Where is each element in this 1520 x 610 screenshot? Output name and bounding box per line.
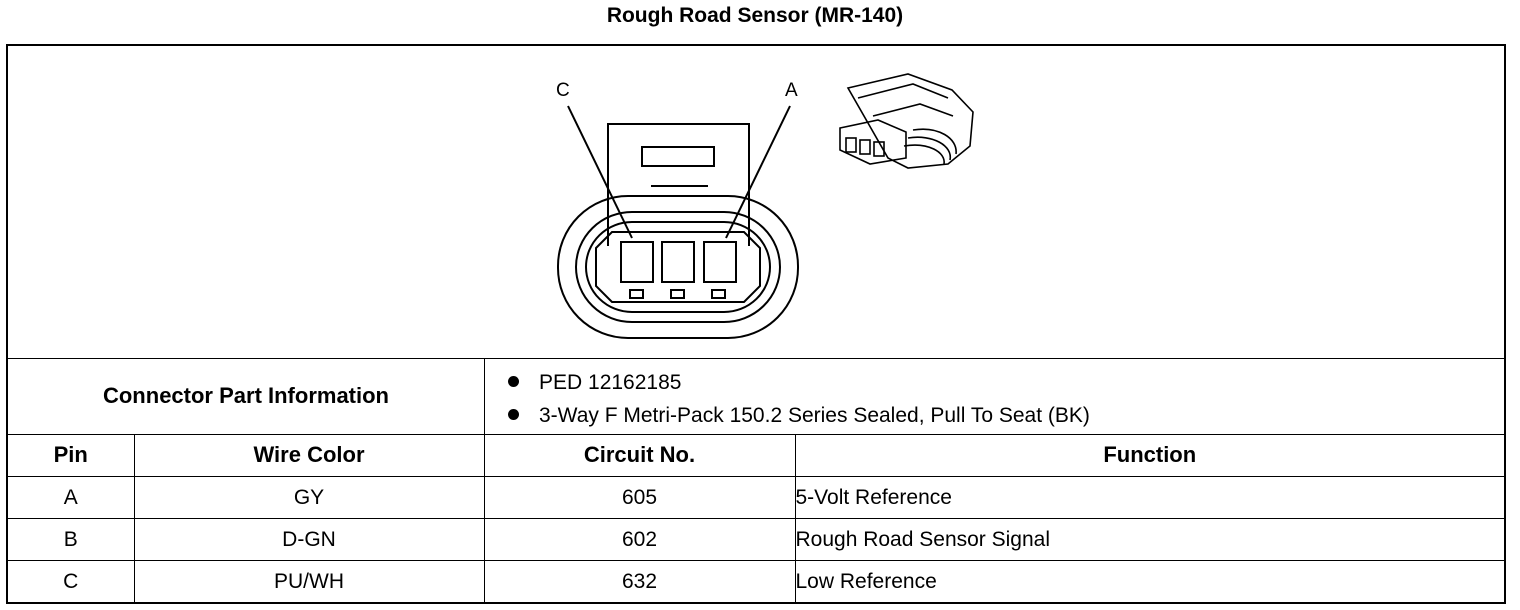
connector-perspective-icon xyxy=(839,73,974,169)
connector-part-info-label: Connector Part Information xyxy=(8,358,485,434)
column-header-wire-color: Wire Color xyxy=(134,434,485,477)
column-header-function: Function xyxy=(795,434,1504,477)
function-cell: Rough Road Sensor Signal xyxy=(795,518,1504,561)
function-cell: Low Reference xyxy=(795,569,937,593)
bullet-icon xyxy=(508,376,519,387)
list-item: PED 12162185 xyxy=(508,366,1090,399)
list-item: 3-Way F Metri-Pack 150.2 Series Sealed, … xyxy=(508,399,1090,432)
circuit-cell: 632 xyxy=(484,560,796,602)
connector-part-info-row: Connector Part Information PED 12162185 … xyxy=(8,358,1504,435)
pin-label-a: A xyxy=(785,80,798,101)
pin-label-c: C xyxy=(556,80,570,101)
wire-color-cell: D-GN xyxy=(134,518,485,561)
pin-cell: A xyxy=(8,476,135,519)
table-row: C PU/WH 632 Low Reference xyxy=(8,560,1504,602)
function-cell: 5-Volt Reference xyxy=(795,476,1504,519)
pin-table: Pin Wire Color Circuit No. Function A GY… xyxy=(8,434,1504,602)
column-header-circuit: Circuit No. xyxy=(484,434,796,477)
bullet-icon xyxy=(508,409,519,420)
page-title: Rough Road Sensor (MR-140) xyxy=(606,4,904,27)
circuit-cell: 602 xyxy=(484,518,796,561)
wire-color-cell: GY xyxy=(134,476,485,519)
part-info-item: PED 12162185 xyxy=(539,371,682,394)
table-row: A GY 605 5-Volt Reference xyxy=(8,476,1504,519)
part-info-item: 3-Way F Metri-Pack 150.2 Series Sealed, … xyxy=(539,404,1090,427)
connector-diagram: C A xyxy=(8,46,1504,359)
connector-info-frame: C A Connector Part Information PED 12162… xyxy=(6,44,1506,604)
wire-color-cell: PU/WH xyxy=(134,560,485,602)
table-header-row: Pin Wire Color Circuit No. Function xyxy=(8,434,1504,477)
circuit-cell: 605 xyxy=(484,476,796,519)
pin-cell: C xyxy=(8,560,135,602)
connector-part-info-list: PED 12162185 3-Way F Metri-Pack 150.2 Se… xyxy=(508,366,1090,432)
pin-cell: B xyxy=(8,518,135,561)
table-row: B D-GN 602 Rough Road Sensor Signal xyxy=(8,518,1504,561)
connector-face-drawing xyxy=(557,73,974,339)
column-header-pin: Pin xyxy=(8,434,135,477)
